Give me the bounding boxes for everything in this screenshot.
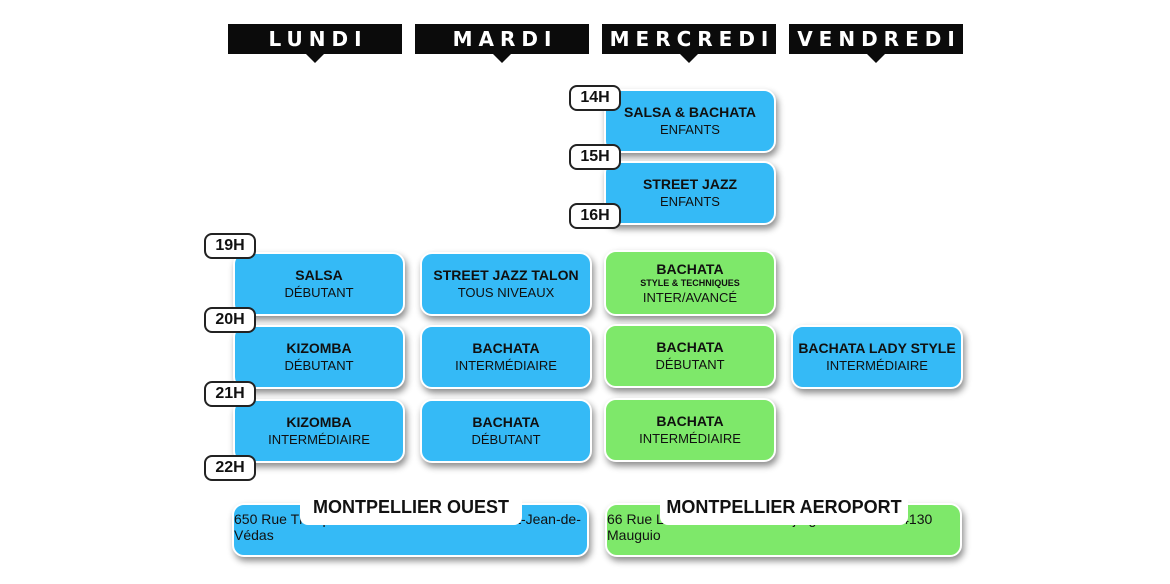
class-title: BACHATA — [472, 414, 540, 430]
time-badge-22h: 22H — [204, 455, 256, 481]
class-level: INTER/AVANCÉ — [642, 289, 738, 305]
day-header-vendredi: VENDREDI — [789, 24, 963, 54]
class-title: BACHATA — [656, 413, 724, 429]
class-level: ENFANTS — [660, 194, 720, 209]
class-card-vendredi-20h: BACHATA LADY STYLE INTERMÉDIAIRE — [791, 325, 963, 389]
class-card-mercredi-20h: BACHATA DÉBUTANT — [604, 324, 776, 388]
class-level: DÉBUTANT — [284, 358, 354, 373]
time-badge-15h: 15H — [569, 144, 621, 170]
day-label: MARDI — [452, 27, 558, 51]
class-level: DÉBUTANT — [284, 285, 354, 300]
time-badge-14h: 14H — [569, 85, 621, 111]
class-level: DÉBUTANT — [655, 357, 725, 372]
day-header-lundi: LUNDI — [228, 24, 402, 54]
class-level: TOUS NIVEAUX — [457, 285, 555, 300]
class-card-mardi-20h: BACHATA INTERMÉDIAIRE — [420, 325, 592, 389]
class-title: KIZOMBA — [286, 340, 352, 356]
day-label: VENDREDI — [797, 27, 961, 51]
class-card-mardi-21h: BACHATA DÉBUTANT — [420, 399, 592, 463]
class-title: STREET JAZZ TALON — [433, 267, 579, 283]
time-badge-21h: 21H — [204, 381, 256, 407]
class-title: BACHATA — [656, 260, 724, 277]
class-card-mercredi-14h: SALSA & BACHATA ENFANTS — [604, 89, 776, 153]
class-title: BACHATA — [472, 340, 540, 356]
class-subtitle: STYLE & TECHNIQUES — [640, 277, 740, 288]
day-header-mercredi: MERCREDI — [602, 24, 776, 54]
time-badge-19h: 19H — [204, 233, 256, 259]
location-title-aeroport: MONTPELLIER AEROPORT — [660, 489, 908, 525]
time-badge-20h: 20H — [204, 307, 256, 333]
time-badge-16h: 16H — [569, 203, 621, 229]
day-label: LUNDI — [268, 27, 368, 51]
class-title: SALSA & BACHATA — [624, 104, 756, 120]
class-card-lundi-19h: SALSA DÉBUTANT — [233, 252, 405, 316]
class-card-lundi-21h: KIZOMBA INTERMÉDIAIRE — [233, 399, 405, 463]
class-level: INTERMÉDIAIRE — [268, 432, 370, 447]
class-card-mardi-19h: STREET JAZZ TALON TOUS NIVEAUX — [420, 252, 592, 316]
class-title: SALSA — [295, 267, 343, 283]
class-title: KIZOMBA — [286, 414, 352, 430]
class-card-mercredi-21h: BACHATA INTERMÉDIAIRE — [604, 398, 776, 462]
day-header-mardi: MARDI — [415, 24, 589, 54]
class-card-mercredi-15h: STREET JAZZ ENFANTS — [604, 161, 776, 225]
class-card-mercredi-19h: BACHATA STYLE & TECHNIQUES INTER/AVANCÉ — [604, 250, 776, 316]
class-level: INTERMÉDIAIRE — [639, 431, 741, 446]
class-level: ENFANTS — [660, 122, 720, 137]
class-level: INTERMÉDIAIRE — [455, 358, 557, 373]
day-label: MERCREDI — [609, 27, 775, 51]
class-title: BACHATA LADY STYLE — [798, 340, 956, 356]
class-level: INTERMÉDIAIRE — [826, 358, 928, 373]
class-title: BACHATA — [656, 339, 724, 355]
class-card-lundi-20h: KIZOMBA DÉBUTANT — [233, 325, 405, 389]
class-level: DÉBUTANT — [471, 432, 541, 447]
class-title: STREET JAZZ — [642, 176, 738, 192]
location-title-ouest: MONTPELLIER OUEST — [300, 489, 522, 525]
